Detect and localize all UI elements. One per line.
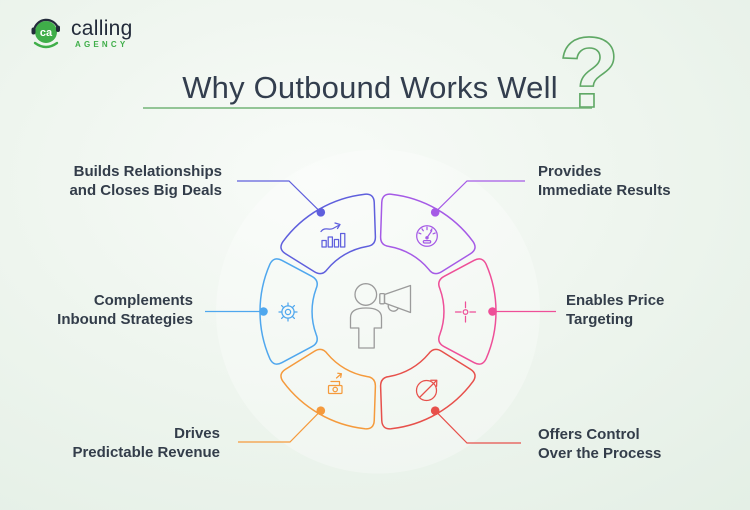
crosshair-icon [454, 301, 477, 323]
connector-bottom-left [238, 410, 322, 443]
logo-text: calling AGENCY [71, 17, 133, 49]
dot-middle-right [488, 307, 497, 316]
question-mark-icon: ? [558, 24, 621, 120]
dot-top-right [430, 208, 440, 217]
label-line-1: Provides [538, 163, 602, 180]
label-complements-inbound: Complements Inbound Strategies [57, 291, 193, 329]
label-line-2: Immediate Results [538, 182, 671, 199]
label-builds-relationships: Builds Relationships and Closes Big Deal… [69, 162, 222, 200]
label-line-1: Drives [174, 425, 220, 442]
label-line-1: Complements [93, 292, 193, 309]
label-line-1: Builds Relationships [73, 163, 222, 180]
dot-middle-left [259, 307, 268, 316]
label-line-2: Over the Process [538, 445, 662, 462]
connector-top-left [237, 180, 322, 213]
calling-agency-logo: ca calling AGENCY [25, 13, 133, 55]
segment-fan-middle-left [259, 258, 318, 365]
segment-fan-top-left [280, 193, 377, 275]
dot-top-left [316, 208, 326, 217]
label-line-2: and Closes Big Deals [69, 182, 222, 199]
segment-fan-bottom-left [280, 348, 377, 430]
label-line-2: Predictable Revenue [72, 444, 220, 461]
person-with-megaphone-icon [349, 283, 412, 349]
label-line-1: Enables Price [566, 292, 665, 309]
connector-top-right [434, 180, 525, 213]
connector-dots [259, 208, 497, 416]
title-underline [143, 107, 592, 109]
label-line-2: Inbound Strategies [57, 311, 193, 328]
gear-icon [278, 302, 298, 322]
question-mark-glyph: ? [558, 24, 619, 120]
label-predictable-revenue: Drives Predictable Revenue [72, 424, 220, 462]
segment-icons [278, 222, 477, 402]
speedometer-icon [416, 225, 438, 247]
dot-bottom-right [430, 406, 440, 416]
brand-name: calling [71, 17, 133, 40]
brand-subtitle: AGENCY [75, 40, 129, 49]
label-price-targeting: Enables Price Targeting [566, 291, 664, 329]
label-control-process: Offers Control Over the Process [538, 425, 661, 463]
connector-lines [205, 180, 556, 444]
segment-fan-bottom-right [379, 348, 476, 430]
page-title: Why Outbound Works Well [182, 70, 558, 105]
compass-arrow-icon [415, 379, 438, 402]
money-icon [327, 372, 343, 395]
segment-fans [259, 193, 497, 430]
segment-fan-top-right [379, 193, 476, 275]
connector-bottom-right [434, 410, 521, 444]
headset-smiley-icon: ca [31, 18, 60, 49]
label-line-1: Offers Control [538, 426, 640, 443]
segment-fan-middle-right [438, 258, 497, 365]
label-line-2: Targeting [566, 311, 634, 328]
diagram-backing-circle [216, 149, 540, 474]
label-provides-results: Provides Immediate Results [538, 162, 671, 200]
logo-initials: ca [40, 27, 53, 39]
bar-chart-growth-icon [320, 222, 346, 248]
dot-bottom-left [316, 406, 326, 416]
